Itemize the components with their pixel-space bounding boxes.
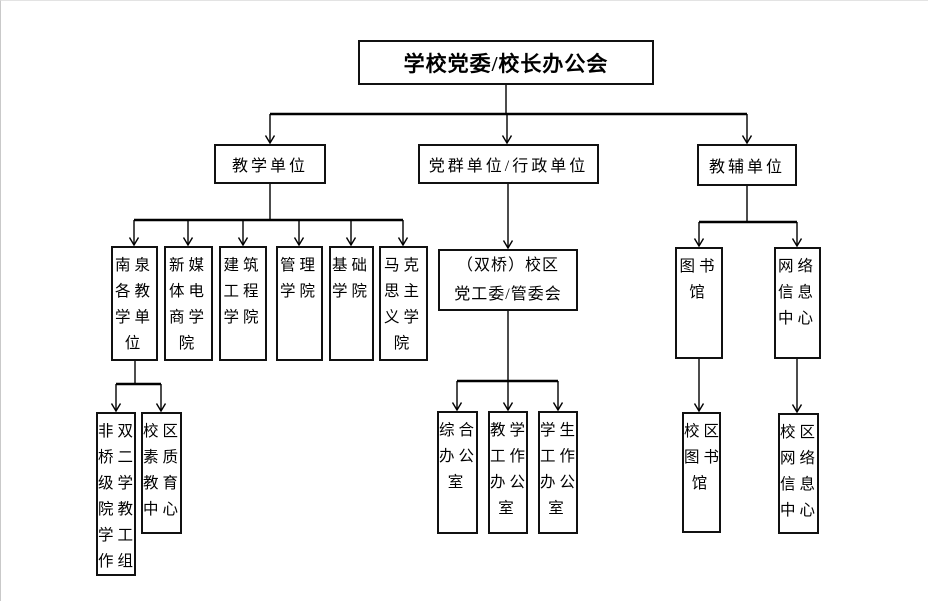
connector-party-to-committee [502, 184, 514, 250]
arrowhead-icon [397, 237, 409, 247]
org-box-new-media-ecommerce-college: 新媒 体电 商学 院 [164, 246, 213, 361]
org-box-campus-library: 校区 图书 馆 [682, 412, 721, 533]
org-box-general-office: 综合 办公 室 [437, 411, 478, 534]
connector-committee-to-offices [451, 311, 564, 412]
arrowhead-icon [451, 402, 463, 412]
connector-teaching-to-colleges [128, 184, 409, 247]
org-box-non-shuangqiao-teaching-group: 非双 桥二 级学 院教 学工 作组 [96, 412, 136, 576]
arrowhead-icon [128, 237, 140, 247]
arrowhead-icon [693, 238, 705, 248]
org-box-shuangqiao-campus-committee: （双桥）校区 党工委/管委会 [438, 249, 578, 311]
arrowhead-icon [791, 238, 803, 248]
org-box-party-admin-units: 党群单位/行政单位 [418, 144, 599, 184]
arrowhead-icon [110, 403, 122, 413]
org-box-support-units: 教辅单位 [697, 144, 797, 186]
org-box-marxism-college: 马克 思主 义学 院 [379, 246, 428, 361]
arrowhead-icon [345, 237, 357, 247]
org-box-teaching-affairs-office: 教学 工作 办公 室 [488, 411, 528, 534]
org-box-library: 图书 馆 [675, 247, 723, 359]
arrowhead-icon [182, 237, 194, 247]
arrowhead-icon [741, 135, 753, 145]
arrowhead-icon [693, 403, 705, 413]
org-box-nanquan-teaching-units: 南泉 各教 学单 位 [111, 246, 158, 361]
connector-support-to-children [693, 186, 803, 248]
arrowhead-icon [502, 402, 514, 412]
arrowhead-icon [502, 240, 514, 250]
org-box-management-college: 管理 学院 [276, 246, 323, 361]
org-box-campus-quality-education-center: 校区 素质 教育 中心 [141, 412, 182, 534]
arrowhead-icon [552, 402, 564, 412]
org-box-foundation-college: 基础 学院 [329, 246, 374, 361]
arrowhead-icon [237, 237, 249, 247]
arrowhead-icon [501, 135, 513, 145]
connector-root-to-level1 [264, 85, 753, 145]
arrowhead-icon [155, 403, 167, 413]
org-box-root: 学校党委/校长办公会 [358, 40, 654, 85]
arrowhead-icon [264, 135, 276, 145]
connector-nanquan-to-children [110, 361, 167, 413]
arrowhead-icon [791, 404, 803, 414]
org-box-teaching-units: 教学单位 [214, 144, 326, 184]
org-box-network-info-center: 网络 信息 中心 [774, 247, 821, 359]
org-box-campus-network-info-center: 校区 网络 信息 中心 [778, 413, 819, 534]
connector-library-network-to-campus [693, 359, 803, 414]
org-box-architecture-engineering-college: 建筑 工程 学院 [219, 246, 267, 361]
org-box-student-affairs-office: 学生 工作 办公 室 [538, 411, 578, 534]
arrowhead-icon [293, 237, 305, 247]
